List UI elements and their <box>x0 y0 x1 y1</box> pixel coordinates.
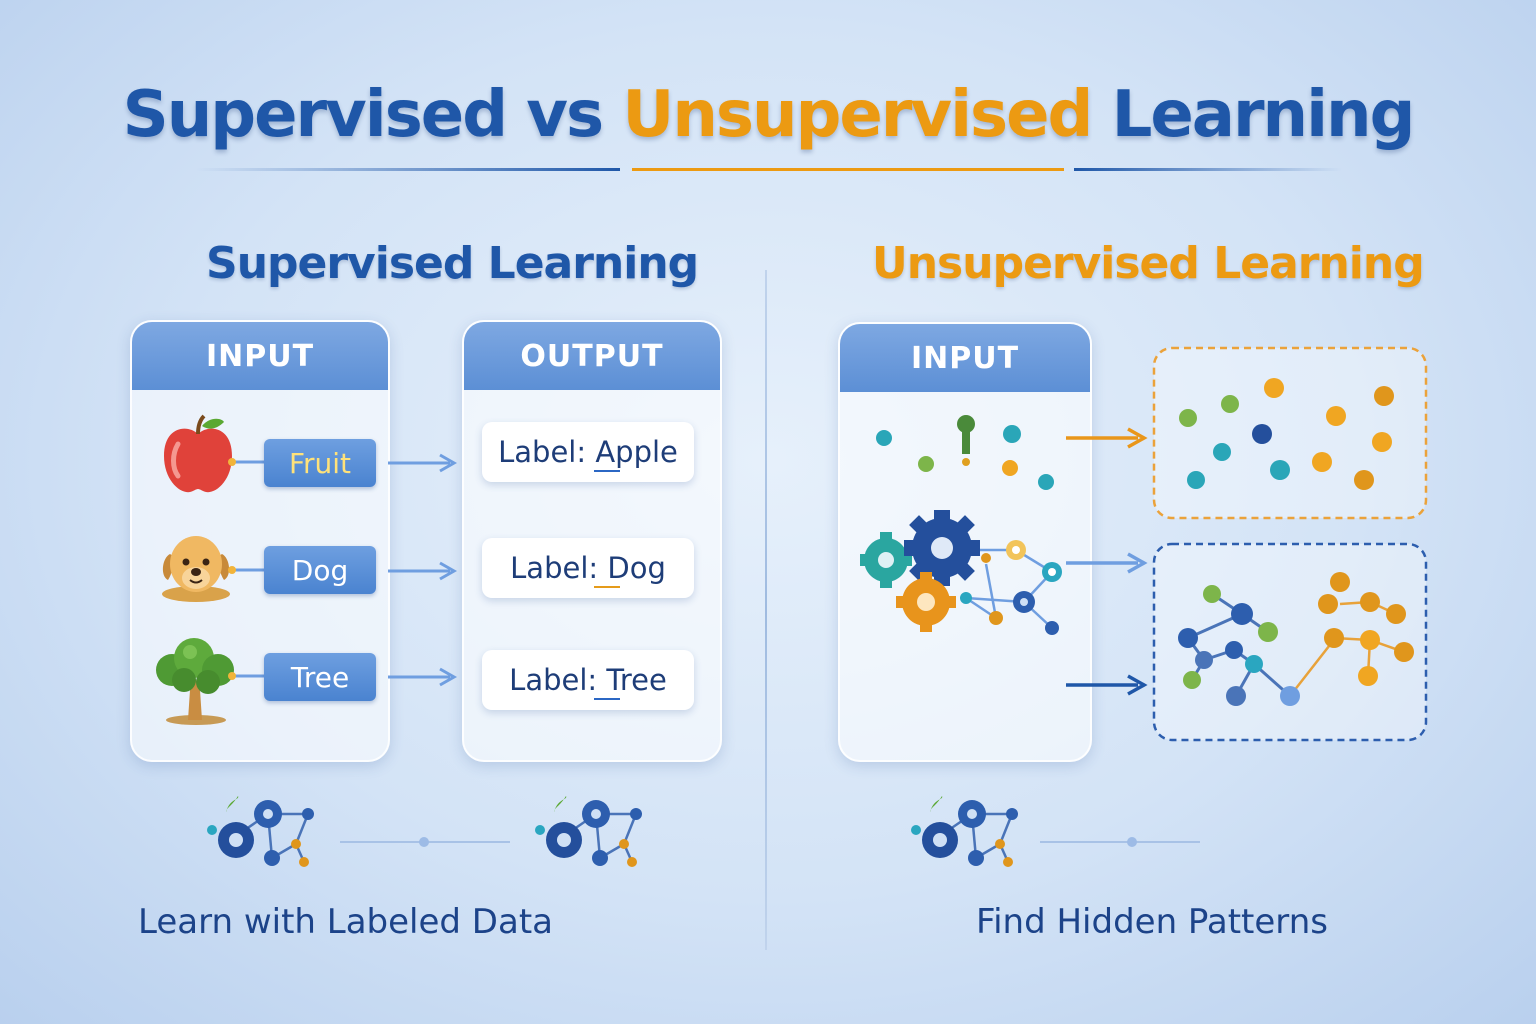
title-vs: vs <box>526 78 604 152</box>
arrow-apple <box>388 453 458 473</box>
tree-icon <box>156 638 234 725</box>
supervised-caption: Learn with Labeled Data <box>138 902 553 942</box>
tag-tree: Tree <box>264 653 376 701</box>
label-dog-text: Label: Dog <box>510 551 666 585</box>
label-tree: Label: Tree <box>482 650 694 710</box>
arrow-to-cluster-top <box>1066 427 1148 449</box>
unlabeled-data-points <box>876 415 1054 490</box>
label-tree-text: Label: Tree <box>509 663 667 697</box>
apple-icon <box>164 414 232 493</box>
cluster-box-network <box>1152 542 1428 742</box>
tag-dog: Dog <box>264 546 376 594</box>
arrow-tree <box>388 667 458 687</box>
arrow-dog <box>388 561 458 581</box>
supervised-input-header: INPUT <box>132 322 388 390</box>
faint-connector-2 <box>1040 837 1200 847</box>
network-gear-icon-2 <box>535 796 642 867</box>
title-supervised: Supervised <box>122 78 508 152</box>
label-dog: Label: Dog <box>482 538 694 598</box>
title-underline-right <box>1074 168 1342 171</box>
center-divider <box>765 270 767 950</box>
unsupervised-caption: Find Hidden Patterns <box>976 902 1328 942</box>
arrow-to-cluster-bottom <box>1066 674 1148 696</box>
network-gear-icon-3 <box>911 796 1018 867</box>
main-title: Supervised vs Unsupervised Learning <box>0 78 1536 152</box>
tag-fruit: Fruit <box>264 439 376 487</box>
label-apple: Label: Apple <box>482 422 694 482</box>
title-unsupervised: Unsupervised <box>622 78 1093 152</box>
title-underline-left <box>196 168 620 171</box>
gears-network-icon <box>860 510 1062 635</box>
cluster-box-scatter <box>1152 346 1428 520</box>
supervised-output-header: OUTPUT <box>464 322 720 390</box>
title-underline-mid <box>632 168 1064 171</box>
title-learning: Learning <box>1111 78 1416 152</box>
unsupervised-heading: Unsupervised Learning <box>872 238 1425 289</box>
network-gear-icon <box>207 796 314 867</box>
apple-connector <box>228 458 266 466</box>
faint-connector <box>340 837 510 847</box>
supervised-heading: Supervised Learning <box>206 238 699 289</box>
arrow-to-cluster-mid <box>1066 552 1148 574</box>
dog-icon <box>162 536 230 602</box>
tree-connector <box>228 672 266 680</box>
unsupervised-input-header: INPUT <box>840 324 1090 392</box>
label-apple-text: Label: Apple <box>498 435 678 469</box>
supervised-input-panel: INPUT <box>130 320 390 762</box>
dog-connector <box>228 566 266 574</box>
